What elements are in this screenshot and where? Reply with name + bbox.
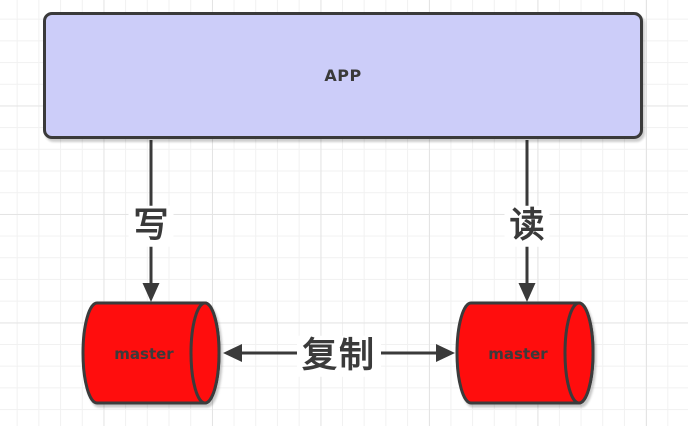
replicate-arrowhead-right-icon [436,344,455,362]
app-node-label: APP [324,66,362,85]
read-arrowhead-icon [518,283,536,302]
master-left-label: master [114,345,174,363]
cylinder-cap [189,301,221,405]
write-edge-label[interactable]: 写 [128,205,174,247]
cylinder-cap [563,301,595,405]
master-right-label: master [488,345,548,363]
master-right-node[interactable]: master [455,301,595,405]
read-edge-label[interactable]: 读 [504,205,550,247]
replicate-arrowhead-left-icon [223,344,242,362]
write-arrowhead-icon [142,283,160,302]
replicate-edge-label[interactable]: 复制 [296,335,382,377]
app-node[interactable]: APP [43,12,643,139]
master-left-node[interactable]: master [81,301,221,405]
